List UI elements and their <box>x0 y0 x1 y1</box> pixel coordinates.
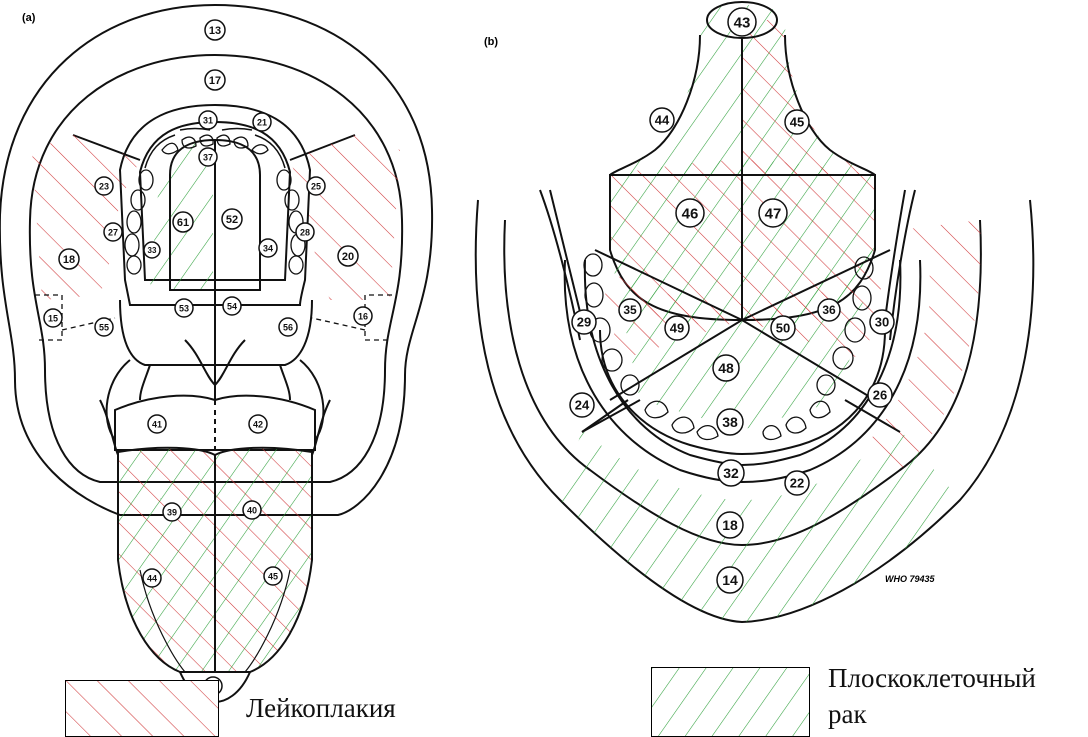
legend-swatch-carcinoma <box>651 667 810 737</box>
panel-a-number-41: 41 <box>152 419 162 429</box>
panel-b-number-24: 24 <box>575 398 590 413</box>
panel-a-number-23: 23 <box>99 181 109 191</box>
panel-b-number-36: 36 <box>822 303 836 317</box>
panel-b-number-32: 32 <box>723 465 739 481</box>
panel-b-number-38: 38 <box>722 414 738 430</box>
panel-b-number-47: 47 <box>765 205 782 222</box>
teeth-left <box>125 170 153 274</box>
panel-b-number-50: 50 <box>776 321 790 336</box>
legend-label-carcinoma-line1: Плоскоклеточный <box>828 662 1036 694</box>
panel-a-number-17: 17 <box>209 75 221 87</box>
panel-a-number-37: 37 <box>203 152 213 162</box>
panel-b-number-49: 49 <box>670 321 684 336</box>
panel-a-number-53: 53 <box>179 303 189 313</box>
panel-b-number-35: 35 <box>623 303 637 317</box>
panel-a-number-61: 61 <box>177 217 189 229</box>
panel-a-number-13: 13 <box>209 25 221 37</box>
panel-a-number-44: 44 <box>147 573 157 583</box>
panel-b-number-43: 43 <box>734 14 751 31</box>
panel-b-number-18: 18 <box>722 517 738 533</box>
panel-a-number-52: 52 <box>226 214 238 226</box>
panel-a-number-56: 56 <box>283 322 293 332</box>
panel-a-number-40: 40 <box>247 505 257 515</box>
panel-a-number-31: 31 <box>203 115 213 125</box>
panel-b-number-26: 26 <box>873 388 887 403</box>
panel-b-number-29: 29 <box>577 315 591 330</box>
panel-b-number-44: 44 <box>655 113 670 128</box>
panel-b-number-14: 14 <box>722 572 738 588</box>
panel-a-number-15: 15 <box>48 313 58 323</box>
panel-b <box>476 2 1034 622</box>
panel-b-number-48: 48 <box>718 360 734 376</box>
legend-label-leukoplakia: Лейкоплакия <box>246 692 396 724</box>
panel-a-number-18: 18 <box>63 254 75 266</box>
panel-a-number-16: 16 <box>358 311 368 321</box>
panel-b-number-46: 46 <box>682 205 699 222</box>
who-stamp: WHO 79435 <box>885 574 935 584</box>
panel-a-number-39: 39 <box>167 507 177 517</box>
panel-a-number-55: 55 <box>99 322 109 332</box>
legend-swatch-leukoplakia <box>65 680 219 737</box>
panel-b-number-30: 30 <box>875 315 889 330</box>
right-side-hatch <box>870 220 981 470</box>
panel-b-number-22: 22 <box>790 476 804 491</box>
panel-a-number-28: 28 <box>300 227 310 237</box>
panel-a-number-27: 27 <box>108 227 118 237</box>
panel-a-number-54: 54 <box>227 301 237 311</box>
tongue-under-hatch-red <box>742 20 875 175</box>
panel-a-number-25: 25 <box>311 181 321 191</box>
legend-label-carcinoma-line2: рак <box>828 698 867 730</box>
panel-a-number-34: 34 <box>263 243 273 253</box>
panel-a-number-42: 42 <box>253 419 263 429</box>
panel-a-number-21: 21 <box>257 117 267 127</box>
panel-a-number-33: 33 <box>148 246 157 255</box>
panel-a-number-20: 20 <box>342 251 354 263</box>
panel-a <box>0 5 432 702</box>
panel-b-number-45: 45 <box>790 115 804 130</box>
panel-a-number-45: 45 <box>268 571 278 581</box>
